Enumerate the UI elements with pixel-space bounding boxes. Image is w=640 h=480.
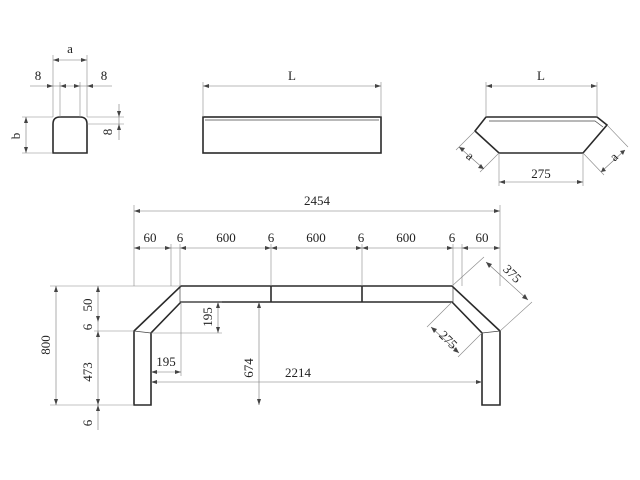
corner-piece-outline xyxy=(473,116,609,154)
plan-dim-800: 800 xyxy=(38,335,53,355)
plan-dim-473: 473 xyxy=(80,362,95,382)
plan-dim-6-bottom: 6 xyxy=(80,419,95,426)
plan-seg-4: 600 xyxy=(306,230,326,245)
plan-seg-8: 60 xyxy=(476,230,489,245)
plan-dim-50: 50 xyxy=(80,299,95,312)
plan-seg-2: 600 xyxy=(216,230,236,245)
plan-dim-2214: 2214 xyxy=(285,365,312,380)
plan-seg-7: 6 xyxy=(449,230,456,245)
profile-dim-b: b xyxy=(8,133,23,140)
profile-outline xyxy=(52,116,88,154)
straight-piece: L xyxy=(202,68,382,154)
plan-view: 2454 60 6 600 6 600 6 600 6 60 375 xyxy=(38,193,533,430)
plan-dim-6-top: 6 xyxy=(80,323,95,330)
corner-dim-a-right: a xyxy=(606,149,621,164)
plan-seg-3: 6 xyxy=(268,230,275,245)
profile-detail: a 8 8 b 8 xyxy=(8,41,124,154)
plan-seg-5: 6 xyxy=(358,230,365,245)
profile-dim-a: a xyxy=(67,41,73,56)
straight-piece-outline xyxy=(202,116,382,154)
plan-seg-1: 6 xyxy=(177,230,184,245)
profile-dim-8-side: 8 xyxy=(100,129,115,136)
plan-seg-0: 60 xyxy=(144,230,157,245)
plan-dim-375: 375 xyxy=(500,261,524,285)
corner-dim-L: L xyxy=(537,68,545,83)
profile-dim-8-left: 8 xyxy=(35,68,42,83)
plan-dim-2454: 2454 xyxy=(304,193,331,208)
corner-dim-275: 275 xyxy=(531,166,551,181)
plan-dim-275: 275 xyxy=(436,327,460,351)
straight-dim-L: L xyxy=(288,68,296,83)
plan-dim-195-horizontal: 195 xyxy=(156,354,176,369)
plan-dim-674: 674 xyxy=(241,358,256,378)
plan-seg-6: 600 xyxy=(396,230,416,245)
profile-dim-8-right: 8 xyxy=(101,68,108,83)
corner-piece: L 275 a a xyxy=(455,68,629,186)
plan-dim-195-vertical: 195 xyxy=(200,307,215,327)
